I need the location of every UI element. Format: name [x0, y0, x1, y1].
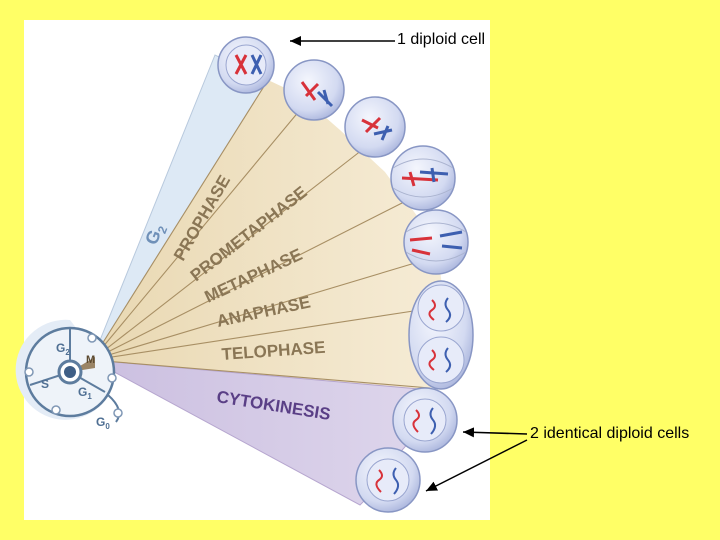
annotation-two-identical-diploid-cells: 2 identical diploid cells	[530, 425, 690, 442]
cycle-g2-label: G2	[56, 341, 70, 357]
g2-wedge-label: G2	[141, 221, 170, 249]
arrow-to-daughter-cell-2	[425, 439, 528, 492]
phase-dividers	[91, 79, 431, 389]
cell-anaphase	[403, 209, 469, 275]
daughter-cell-2	[355, 447, 421, 513]
cycle-s-label: S	[41, 377, 49, 391]
mitosis-wedge	[92, 80, 445, 390]
cycle-m-label: M	[86, 354, 95, 366]
cell-prometaphase	[344, 96, 406, 158]
cell-metaphase	[390, 145, 456, 211]
annotation-one-diploid-cell: 1 diploid cell	[397, 31, 486, 48]
cell-g2	[217, 36, 275, 94]
cell-cycle-diagram	[15, 319, 123, 423]
arrow-to-daughter-cell-1	[462, 427, 528, 438]
cell-telophase	[408, 280, 474, 390]
cycle-g1-label: G1	[78, 385, 92, 401]
cell-prophase	[283, 59, 345, 121]
cycle-g0-label: G0	[96, 415, 110, 431]
daughter-cell-1	[392, 387, 458, 453]
